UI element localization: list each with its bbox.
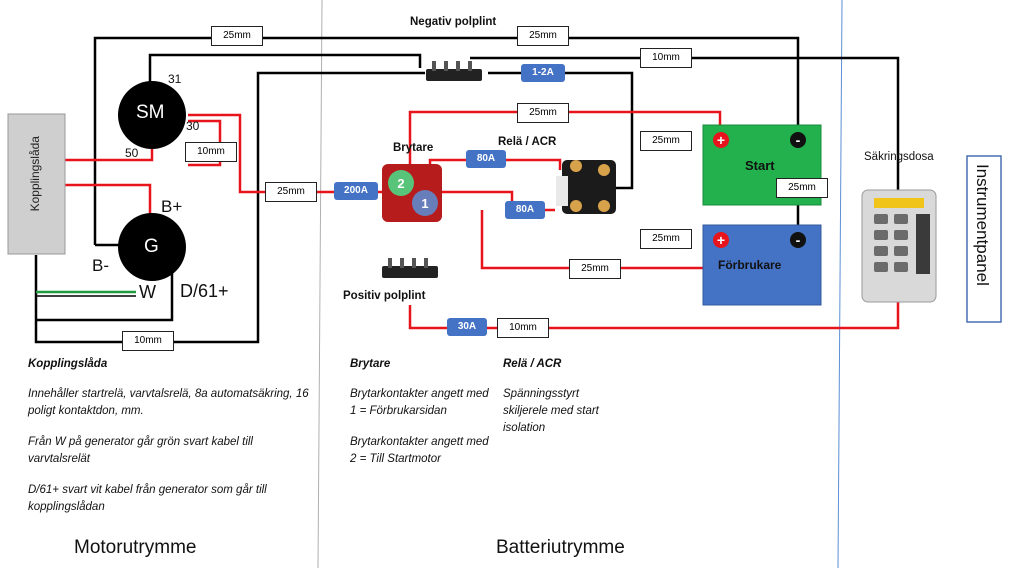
black-wires [34,36,900,344]
terminal-w: W [139,282,156,302]
kopplingslada-box [7,113,66,255]
sm-label: SM [136,102,165,123]
terminal-50: 50 [125,146,139,160]
terminal-31: 31 [168,72,182,86]
cable-label: 10mm [640,48,692,68]
forbrukare-battery-label: Förbrukare [718,258,782,272]
rela-notes-heading: Relä / ACR [503,358,562,370]
fuse-label: 200A [334,182,378,200]
cable-label: 10mm [497,318,549,338]
wire-positiv-to-sakring [408,302,900,330]
wire-neg-to-sakringsdosa [470,56,900,190]
start-battery-label: Start [745,158,775,173]
rela-acr-label: Relä / ACR [498,136,557,148]
motor-notes-p3: D/61+ svart vit kabel från generator som… [28,484,267,513]
zone-batteriutrymme: Batteriutrymme [496,537,625,558]
wire-d61 [36,272,174,322]
kopplingslada-label: Kopplingslåda [28,136,42,212]
wire-top-10mm [34,71,425,344]
brytare-notes-p1: Brytarkontakter angett med 1 = Förbrukar… [350,388,489,417]
brytare-switch-icon: 2 1 [382,164,442,222]
start-minus-terminal [790,132,806,148]
wire-kl-to-sm [65,145,154,162]
cable-label: 25mm [776,178,828,198]
motor-notes-heading: Kopplingslåda [28,358,108,370]
brytare-label: Brytare [393,142,434,154]
fuse-label: 30A [447,318,487,336]
motor-notes-p2: Från W på generator går grön svart kabel… [28,436,253,465]
rela-notes-p1: Spänningsstyrt skiljerele med start isol… [503,388,599,434]
terminal-b-minus: B- [92,256,109,275]
generator-g [118,213,186,281]
cable-label: 25mm [517,26,569,46]
svg-text:1: 1 [421,196,428,211]
brytare-notes-heading: Brytare [350,358,391,370]
negativ-polplint-label: Negativ polplint [410,16,497,28]
zone-divider-motor-battery [317,0,323,568]
brytare-notes-p2: Brytarkontakter angett med 2 = Till Star… [350,436,489,465]
cable-label: 25mm [265,182,317,202]
instrumentpanel-frame [966,155,1002,323]
fuse-label: 80A [505,201,545,219]
svg-text:+: + [717,232,725,248]
cable-label: 25mm [569,259,621,279]
cable-label: 25mm [640,131,692,151]
wire-sm31-top [148,53,422,90]
svg-text:2: 2 [397,176,404,191]
terminal-b-plus: B+ [161,197,183,216]
svg-text:-: - [796,132,801,148]
instrumentpanel-label: Instrumentpanel [973,164,992,286]
svg-text:-: - [796,232,801,248]
terminal-d61: D/61+ [180,281,229,301]
wire-kl-to-bplus [65,183,152,220]
g-label: G [144,236,159,257]
wire-sm30-main [188,113,395,194]
motor-notes-p1: Innehåller startrelä, varvtalsrelä, 8a a… [28,388,309,417]
zone-motorutrymme: Motorutrymme [74,537,197,558]
start-plus-terminal [713,132,729,148]
sakringsdosa-label: Säkringsdosa [864,151,934,163]
forbrukare-plus-terminal [713,232,729,248]
positiv-polplint-label: Positiv polplint [343,290,426,302]
cable-label: 10mm [122,331,174,351]
terminal-30: 30 [186,119,200,133]
svg-text:+: + [717,132,725,148]
positiv-polplint-icon [382,258,438,278]
rela-notes: Relä / ACR Spänningsstyrt skiljerele med… [503,356,623,451]
startmotor-sm [118,81,186,149]
cable-label: 25mm [640,229,692,249]
brytare-notes: Brytare Brytarkontakter angett med 1 = F… [350,356,490,482]
fuse-label: 1-2A [521,64,565,82]
forbrukare-minus-terminal [790,232,806,248]
negativ-polplint-icon [426,61,482,81]
cable-label: 25mm [211,26,263,46]
fuse-label: 80A [466,150,506,168]
cable-label: 25mm [517,103,569,123]
cable-label: 10mm [185,142,237,162]
motor-notes: Kopplingslåda Innehåller startrelä, varv… [28,356,318,530]
sakringsdosa-icon [861,189,937,303]
wire-top-rail [93,36,800,245]
zone-divider-battery-panel [837,0,843,568]
relay-acr-icon [556,160,616,214]
